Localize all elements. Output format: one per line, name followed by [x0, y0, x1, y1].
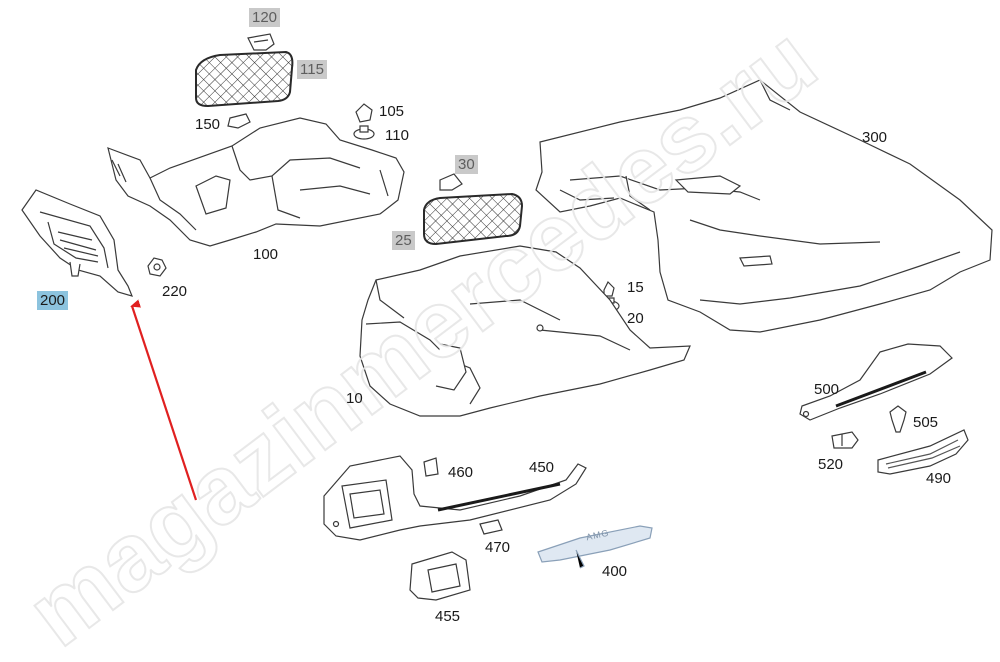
net-25[interactable] — [424, 194, 522, 244]
label-450[interactable]: 450 — [529, 459, 555, 476]
label-120[interactable]: 120 — [249, 8, 281, 27]
trunk-liner-100[interactable] — [108, 118, 404, 246]
sill-trim-450[interactable] — [324, 456, 586, 540]
label-20[interactable]: 20 — [627, 310, 644, 327]
clip-470[interactable] — [480, 520, 502, 534]
fastener-105[interactable] — [356, 104, 372, 122]
grille-490[interactable] — [878, 430, 968, 474]
label-115[interactable]: 115 — [297, 60, 327, 79]
net-115[interactable] — [196, 52, 292, 106]
label-400[interactable]: 400 — [602, 563, 628, 580]
clip-30[interactable] — [440, 174, 462, 190]
trim-500[interactable] — [800, 344, 952, 420]
label-105[interactable]: 105 — [379, 103, 405, 120]
label-220[interactable]: 220 — [162, 283, 188, 300]
label-455[interactable]: 455 — [435, 608, 461, 625]
nut-220[interactable] — [148, 258, 166, 276]
label-10[interactable]: 10 — [346, 390, 363, 407]
amg-sill-400[interactable] — [538, 526, 652, 568]
clip-460[interactable] — [424, 458, 438, 476]
fastener-15[interactable] — [604, 282, 614, 296]
clip-520[interactable] — [832, 432, 858, 448]
label-500[interactable]: 500 — [814, 381, 840, 398]
side-panel-200[interactable] — [22, 190, 132, 296]
label-110[interactable]: 110 — [385, 127, 409, 144]
label-520[interactable]: 520 — [818, 456, 844, 473]
label-150[interactable]: 150 — [195, 116, 221, 133]
clip-150[interactable] — [228, 114, 250, 128]
label-300[interactable]: 300 — [862, 129, 888, 146]
label-100[interactable]: 100 — [253, 246, 279, 263]
label-30[interactable]: 30 — [455, 155, 478, 174]
clip-120[interactable] — [248, 34, 274, 50]
fastener-110[interactable] — [354, 126, 374, 139]
clip-505[interactable] — [890, 406, 906, 432]
floor-carpet-300[interactable] — [536, 80, 992, 332]
indicator-arrow — [132, 306, 198, 501]
floor-carpet-10[interactable] — [360, 246, 690, 416]
label-505[interactable]: 505 — [913, 414, 939, 431]
box-455[interactable] — [410, 552, 470, 600]
label-25[interactable]: 25 — [392, 231, 415, 250]
label-200[interactable]: 200 — [37, 291, 69, 310]
label-490[interactable]: 490 — [926, 470, 952, 487]
label-470[interactable]: 470 — [485, 539, 511, 556]
label-15[interactable]: 15 — [627, 279, 644, 296]
label-460[interactable]: 460 — [448, 464, 474, 481]
